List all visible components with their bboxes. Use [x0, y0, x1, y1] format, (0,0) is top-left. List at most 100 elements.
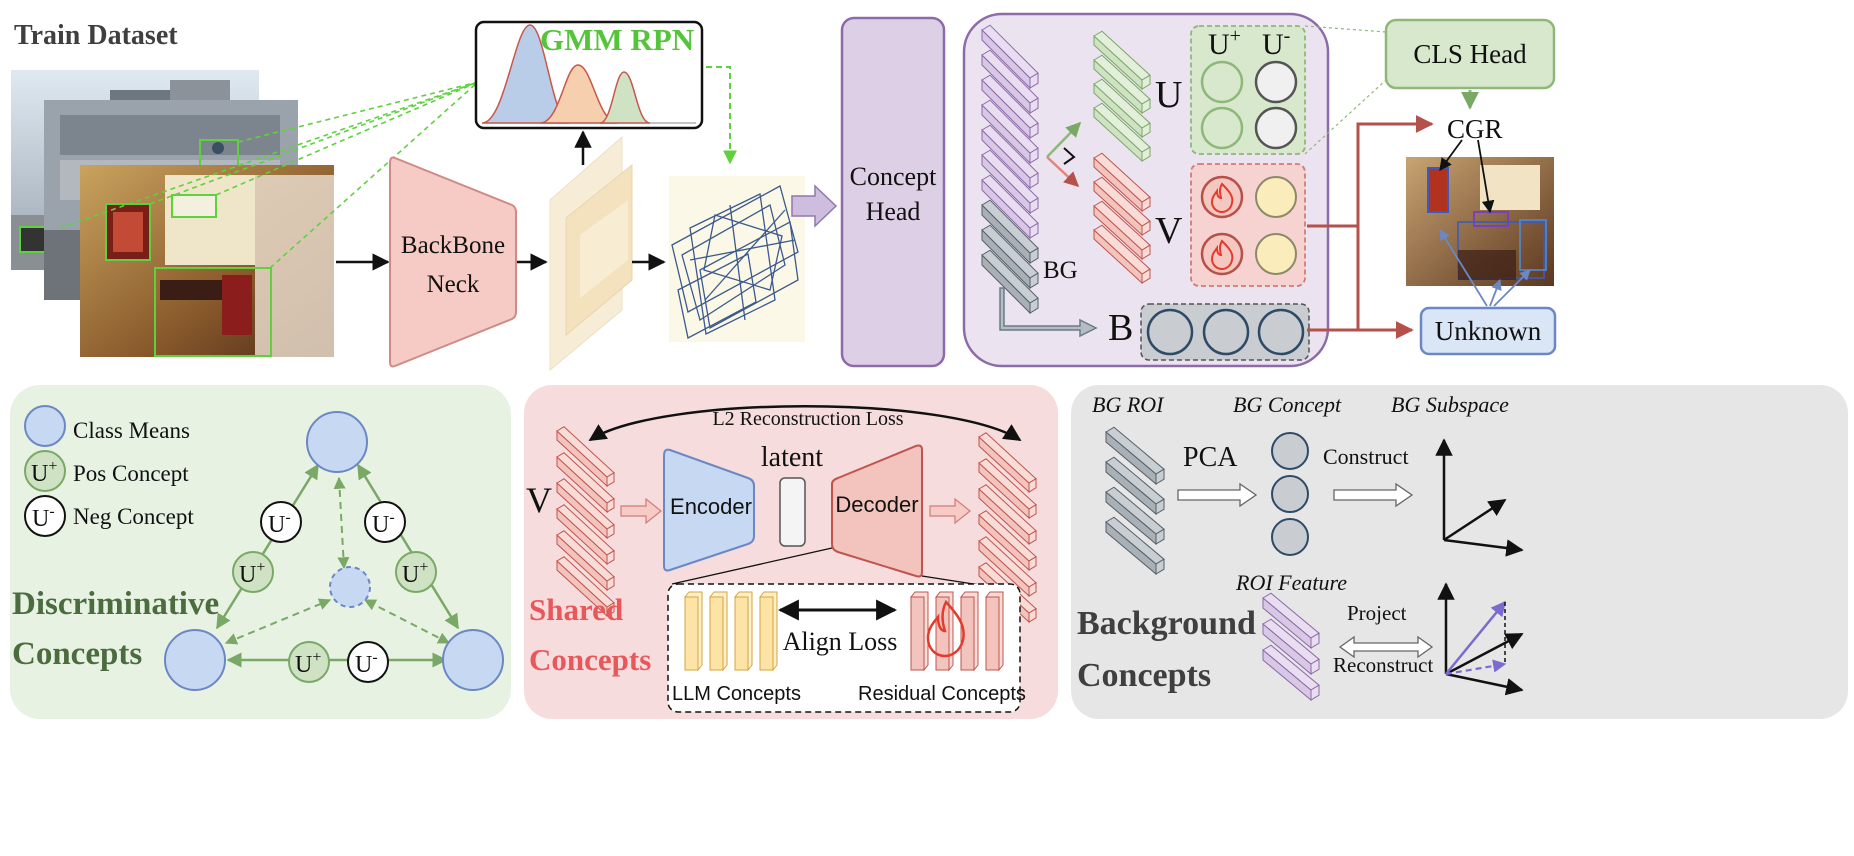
residual-concept-bars — [909, 591, 1004, 672]
train-dataset-title: Train Dataset — [14, 20, 178, 51]
pos-concept-node: U+ — [232, 551, 274, 593]
center-mean-circle — [329, 566, 371, 608]
legend-class-means-icon — [24, 405, 66, 447]
triangle-dashed-arrows — [224, 476, 451, 645]
routing-arrows — [1307, 115, 1434, 339]
llm-concepts-label: LLM Concepts — [672, 683, 801, 705]
arrow-to-encoder — [620, 497, 662, 525]
cls-head-block: CLS Head — [1384, 18, 1556, 90]
fire-icon — [1210, 239, 1234, 271]
v-stack-label: V — [1155, 210, 1183, 252]
bg-roi-label: BG ROI — [1092, 392, 1165, 417]
shared-input-bar — [556, 452, 615, 514]
pos-concept-node: U+ — [395, 551, 437, 593]
legend-neg-concept-symbol: U- — [32, 503, 55, 532]
feature-maps — [549, 135, 633, 372]
concept-bar — [981, 99, 1039, 165]
v-concept-bar — [1093, 200, 1151, 261]
cgr-label: CGR — [1447, 114, 1503, 144]
legend-pos-concept-label: Pos Concept — [73, 461, 189, 486]
l2-reconstruction-label: L2 Reconstruction Loss — [712, 408, 903, 430]
reconstruct-label: Reconstruct — [1333, 653, 1433, 677]
cgr-pointer-lines — [1439, 139, 1495, 214]
residual-concept-bar — [959, 591, 979, 672]
u-concept-bar — [1093, 54, 1151, 115]
bg-concept-circle — [1271, 432, 1309, 470]
pca-arrow — [1177, 482, 1258, 508]
bg-roi-bar — [1105, 516, 1165, 576]
v-concept-bar — [1093, 176, 1151, 237]
discriminative-concepts-panel: Class Means U+ Pos Concept U- Neg Concep… — [10, 385, 511, 719]
class-mean-circle — [306, 411, 368, 473]
dataset-image-dining-room — [80, 165, 334, 357]
roi-feature-bar — [1262, 618, 1320, 676]
projection-axes — [1437, 582, 1524, 696]
latent-label: latent — [761, 442, 823, 473]
llm-concept-bar — [683, 591, 703, 672]
zoom-line — [671, 547, 833, 585]
gmm-connectors — [59, 81, 479, 269]
decoder-label: Decoder — [835, 492, 918, 517]
legend-neg-concept-icon — [24, 495, 66, 537]
shared-output-bar — [978, 432, 1037, 494]
v-concept-bar — [1093, 224, 1151, 285]
cls-head-connectors — [1304, 25, 1387, 155]
class-mean-circle — [164, 629, 226, 691]
bg-roi-bar — [1105, 426, 1165, 486]
shared-title-line2: Concepts — [529, 642, 651, 677]
arrow-to-concept-head — [791, 184, 838, 228]
roi-feature-label: ROI Feature — [1235, 570, 1347, 595]
concept-head-label-line1: Concept — [850, 162, 937, 191]
concept-head-label-line2: Head — [866, 197, 921, 226]
backbone-label-line2: Neck — [427, 271, 480, 298]
u-minus-header: U- — [1262, 25, 1290, 61]
bg-roi-bar — [1105, 456, 1165, 516]
backbone-neck-block: BackBone Neck — [389, 156, 517, 368]
result-image — [1406, 157, 1554, 286]
fire-circle — [1200, 175, 1244, 219]
svg-text:U+: U+ — [295, 649, 321, 678]
construct-label: Construct — [1323, 444, 1409, 469]
llm-concept-bar — [758, 591, 778, 672]
u-concept-box: U+ U- — [1190, 25, 1306, 155]
roi-feature-bar — [1262, 592, 1320, 650]
v-concept-box — [1190, 163, 1306, 287]
bg-roi-stack — [1105, 426, 1165, 576]
shared-input-bar — [556, 556, 615, 618]
l2-reconstruction-arc — [588, 405, 1022, 442]
background-title-line2: Concepts — [1077, 657, 1211, 694]
shared-output-bar — [978, 536, 1037, 598]
u-plus-circle — [1200, 60, 1244, 104]
u-concept-bar — [1093, 30, 1151, 91]
v-concept-bar — [1093, 152, 1151, 213]
unknown-pointer-lines — [1439, 229, 1531, 307]
concept-bar — [981, 224, 1039, 290]
construct-arrow — [1333, 482, 1414, 508]
align-loss-label: Align Loss — [783, 627, 898, 656]
concept-bar — [981, 49, 1039, 115]
b-label: B — [1108, 307, 1133, 349]
llm-concept-bars — [683, 591, 778, 672]
class-mean-circle — [442, 629, 504, 691]
gmm-feedback-arrow — [706, 66, 737, 165]
encoder-label: Encoder — [670, 494, 752, 519]
bg-roi-bar — [1105, 486, 1165, 546]
yellow-concept-circle — [1255, 176, 1297, 218]
shared-output-stack — [978, 432, 1037, 624]
align-loss-box — [667, 583, 1021, 713]
project-reconstruct-arrow — [1338, 635, 1434, 659]
train-dataset-section: Train Dataset — [11, 20, 479, 357]
u-minus-circle — [1254, 106, 1298, 150]
residual-fire-icon — [926, 599, 965, 658]
roi-feature-stack — [1262, 592, 1320, 702]
neg-concept-node: U- — [347, 641, 389, 683]
shared-concepts-panel: L2 Reconstruction Loss V Encoder latent … — [524, 385, 1058, 719]
split-arrow-u — [1046, 121, 1082, 158]
concept-head-block: Concept Head — [840, 16, 946, 368]
shared-v-label: V — [526, 480, 552, 520]
bg-concept-circle — [1257, 308, 1305, 356]
u-stack-label: U — [1155, 74, 1182, 116]
background-concepts-panel: BG ROI BG Concept BG Subspace PCA Constr… — [1071, 385, 1848, 719]
shared-input-stack — [556, 426, 615, 618]
fire-circle — [1200, 232, 1244, 276]
